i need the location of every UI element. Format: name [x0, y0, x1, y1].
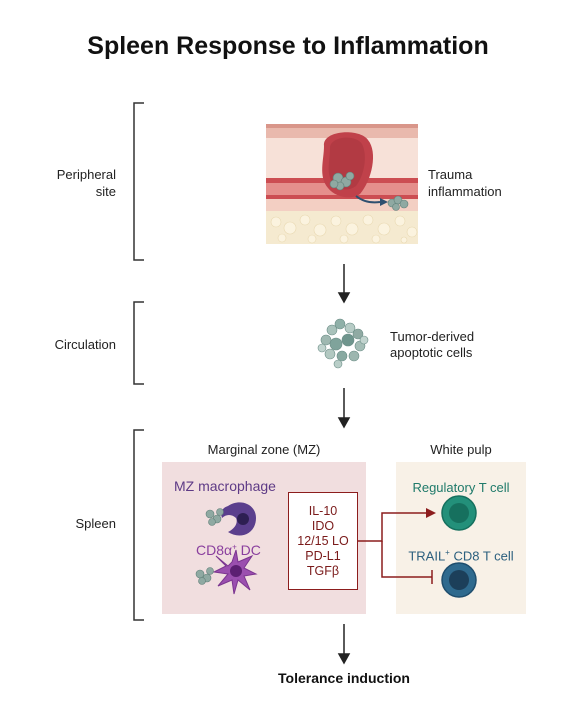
regulatory-t-cell — [441, 495, 477, 531]
cd8-dc-label-prefix: CD8α — [196, 542, 233, 558]
trail-cd8-t-cell — [441, 562, 477, 598]
mediator-item: IL-10 — [308, 503, 338, 518]
stage-label-spleen: Spleen — [75, 516, 116, 531]
mediator-item: TGFβ — [306, 563, 340, 578]
spleen-bracket — [133, 429, 144, 621]
mediator-item: PD-L1 — [305, 548, 341, 563]
circulation-bracket — [133, 301, 144, 385]
mediator-arrows — [357, 512, 433, 584]
marginal-zone-title: Marginal zone (MZ) — [207, 442, 321, 457]
peripheral-bracket — [133, 102, 144, 261]
trail-label-prefix: TRAIL — [408, 548, 446, 564]
mediator-item: IDO — [311, 518, 335, 533]
stage-brackets — [133, 102, 144, 621]
tissue-illustration — [266, 124, 418, 244]
trauma-label: Trauma inflammation — [428, 167, 502, 199]
regulatory-t-cell-label: Regulatory T cell — [412, 480, 510, 495]
cd8-dc-label-sup: + — [232, 542, 237, 552]
stage-label-peripheral: Peripheral site — [56, 167, 116, 199]
cd8-dc-label-suffix: DC — [236, 542, 261, 558]
mediator-box: IL-10 IDO 12/15 LO PD-L1 TGFβ — [288, 492, 358, 590]
trail-label-suffix: CD8 T cell — [449, 548, 514, 564]
trail-label-sup: + — [445, 548, 450, 557]
page-title: Spleen Response to Inflammation — [87, 32, 489, 60]
tolerance-induction-label: Tolerance induction — [278, 670, 410, 686]
stage-label-circulation: Circulation — [54, 337, 116, 352]
cd8-dendritic-cell — [195, 549, 258, 595]
mz-macrophage-cell — [205, 502, 256, 536]
trail-cd8-label: TRAIL+ CD8 T cell — [396, 548, 526, 563]
mz-macrophage-label: MZ macrophage — [174, 478, 276, 494]
apoptotic-cell-cluster — [317, 318, 369, 369]
flow-arrows — [337, 264, 351, 665]
apoptotic-cells-label: Tumor-derived apoptotic cells — [390, 329, 475, 360]
cd8-dc-label: CD8α+ DC — [196, 542, 261, 558]
mediator-item: 12/15 LO — [297, 533, 349, 548]
white-pulp-title: White pulp — [430, 442, 492, 457]
